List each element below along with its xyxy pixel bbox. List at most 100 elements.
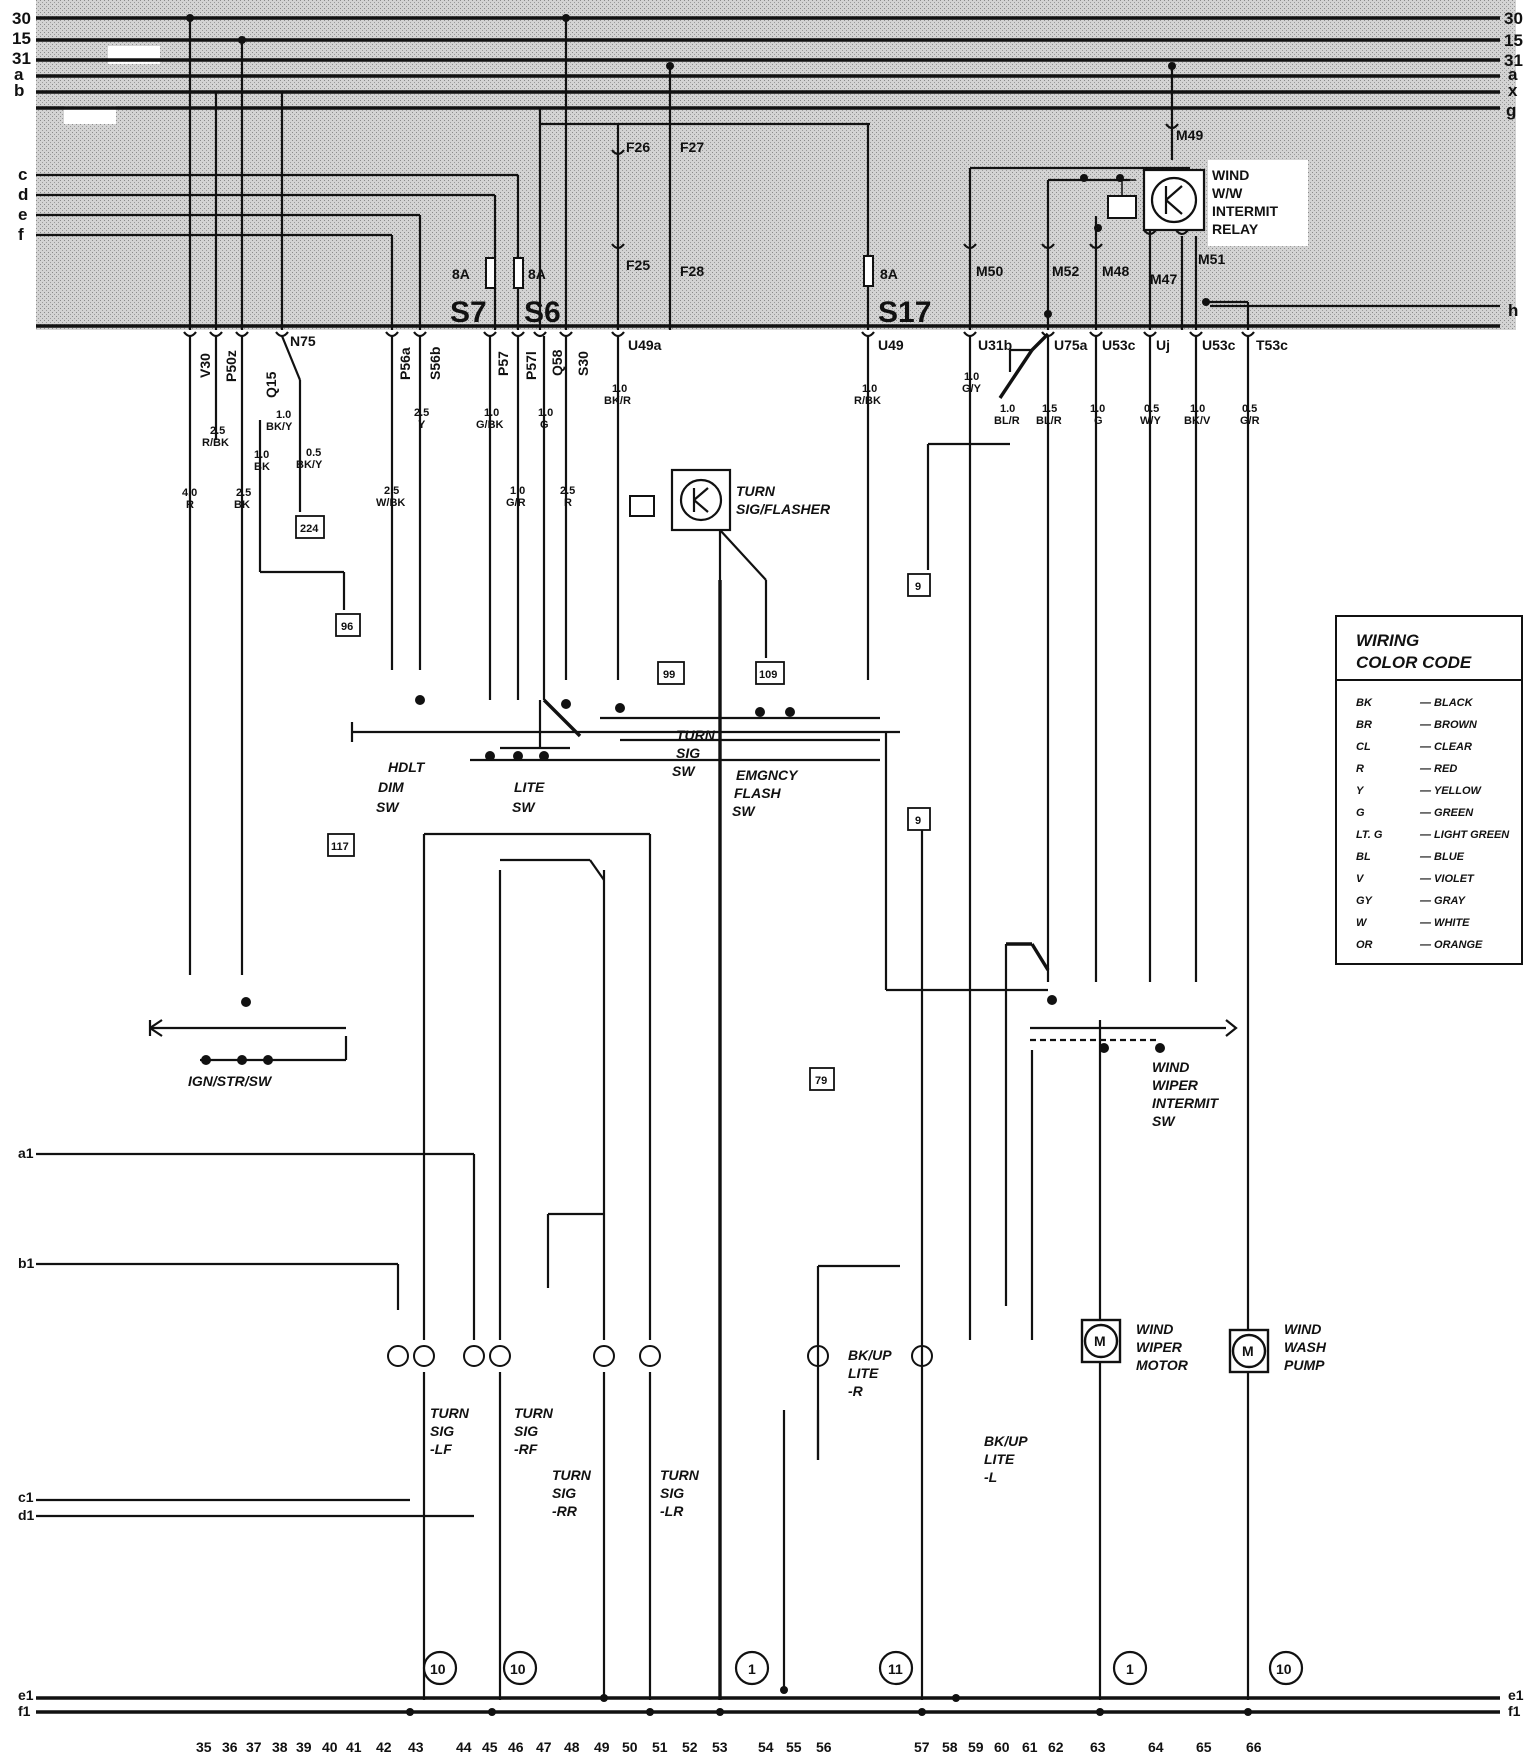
fuse-s6: 8A S6 [513, 257, 561, 329]
fuse-panel-white-mark-2 [64, 106, 116, 124]
legend-name-4: — YELLOW [1419, 785, 1483, 797]
turn-sig-sw-2: SIG [676, 745, 700, 761]
ground-bus [36, 1696, 1500, 1714]
wire-490-color: G/BK [476, 419, 504, 431]
legend-name-7: — BLUE [1419, 851, 1465, 863]
wire-1248-gauge: 0.5 [1242, 403, 1257, 415]
wire-labels-top: 4.0 R 2.5 R/BK 2.5 BK 1.0 BK 1.0 BK/Y 0.… [182, 371, 1260, 511]
ts-rf-3: -RF [514, 1441, 538, 1457]
grid-number-63: 63 [1090, 1739, 1106, 1755]
legend-name-6: — LIGHT GREEN [1419, 829, 1510, 841]
wire-392-color: W/BK [376, 497, 405, 509]
row-label-d: d [18, 185, 28, 204]
relay-name-1: WIND [1212, 167, 1249, 183]
conn-u75a: U75a [1054, 337, 1088, 353]
ign-label: IGN/STR/SW [188, 1073, 273, 1089]
fuse-s6-label: S6 [524, 296, 561, 329]
flasher-name-1: TURN [736, 483, 776, 499]
grid-number-37: 37 [246, 1739, 262, 1755]
fuse-s17-amp: 8A [880, 266, 898, 282]
wash-pump-1: WIND [1284, 1321, 1321, 1337]
wire-544-color: G [540, 419, 549, 431]
wiper-motor-2: WIPER [1136, 1339, 1183, 1355]
conn-p50z: P50z [223, 350, 239, 382]
wire-282-color: BK/Y [266, 421, 293, 433]
wire-392-gauge: 2.5 [384, 485, 399, 497]
wire-1096-gauge: 1.0 [1090, 403, 1105, 415]
grid-number-52: 52 [682, 1739, 698, 1755]
legend-code-6: LT. G [1356, 829, 1383, 841]
fuse-s6-amp: 8A [528, 266, 546, 282]
switch-labels: HDLT DIM SW LITE SW TURN SIG SW EMGNCY F… [376, 727, 799, 819]
grid-number-41: 41 [346, 1739, 362, 1755]
wind-wiper-intermit-sw: WIND WIPER INTERMIT SW [1030, 995, 1238, 1129]
turn-sig-sw-3: SW [672, 763, 696, 779]
wire-1196-gauge: 1.0 [1190, 403, 1205, 415]
emgncy-3: SW [732, 803, 756, 819]
grid-number-51: 51 [652, 1739, 668, 1755]
legend-code-10: W [1356, 917, 1368, 929]
wire-518-color: G/R [506, 497, 526, 509]
bus-label-30-left: 30 [12, 9, 31, 28]
legend-name-5: — GREEN [1419, 807, 1474, 819]
wind-ww-intermit-relay: WIND W/W INTERMIT RELAY M49 M50 M52 M48 … [976, 127, 1279, 287]
wire-970-gauge: 1.0 [964, 371, 979, 383]
bus-label-b-left: b [14, 81, 24, 100]
conn-n75: N75 [290, 333, 316, 349]
legend-code-4: Y [1356, 785, 1365, 797]
ref-96: 96 [341, 621, 353, 633]
grid-number-60: 60 [994, 1739, 1010, 1755]
lite-sw-1: LITE [514, 779, 545, 795]
legend-name-8: — VIOLET [1419, 873, 1475, 885]
row-label-f: f [18, 225, 24, 244]
wire-1010-gauge: 1.0 [1000, 403, 1015, 415]
wire-1048-color: BL/R [1036, 415, 1062, 427]
wire-1010-color: BL/R [994, 415, 1020, 427]
grid-number-62: 62 [1048, 1739, 1064, 1755]
wire-970-color: G/Y [962, 383, 982, 395]
wiper-motor-1: WIND [1136, 1321, 1173, 1337]
wire-216-color: R/BK [202, 437, 229, 449]
legend-code-2: CL [1356, 741, 1371, 753]
wire-518-gauge: 1.0 [510, 485, 525, 497]
panel-feeds [188, 18, 1250, 330]
conn-v30: V30 [197, 353, 213, 378]
legend-code-3: R [1356, 763, 1364, 775]
bkup-l-1: BK/UP [984, 1433, 1028, 1449]
relay-pin-m49: M49 [1176, 127, 1203, 143]
ground-10-b: 10 [510, 1661, 526, 1677]
bus-label-31-left: 31 [12, 49, 31, 68]
grid-number-39: 39 [296, 1739, 312, 1755]
legend-code-0: BK [1356, 697, 1373, 709]
ground-10-c: 10 [1276, 1661, 1292, 1677]
bkup-r-2: LITE [848, 1365, 879, 1381]
lite-sw-2: SW [512, 799, 536, 815]
relay-name-3: INTERMIT [1212, 203, 1279, 219]
wire-868-gauge: 1.0 [862, 383, 877, 395]
ground-1-a: 1 [748, 1661, 756, 1677]
fuse-s7-label: S7 [450, 296, 487, 329]
ts-rr-1: TURN [552, 1467, 592, 1483]
fuse-s17-label: S17 [878, 296, 931, 329]
wire-618-color: BK/R [604, 395, 631, 407]
grid-number-56: 56 [816, 1739, 832, 1755]
ext-e1-right: e1 [1508, 1687, 1524, 1703]
conn-q15: Q15 [263, 371, 279, 398]
lamp-wiring [36, 830, 924, 1700]
reference-boxes: 224 96 99 109 9 117 9 79 [295, 515, 931, 1091]
bus-label-31-right: 31 [1504, 51, 1523, 70]
wiper-sw-2: WIPER [1152, 1077, 1199, 1093]
legend-code-9: GY [1356, 895, 1374, 907]
emgncy-2: FLASH [734, 785, 782, 801]
grid-number-65: 65 [1196, 1739, 1212, 1755]
wire-544-gauge: 1.0 [538, 407, 553, 419]
ign-str-sw: IGN/STR/SW [148, 997, 348, 1089]
ext-f1: f1 [18, 1703, 31, 1719]
fuse-s17: 8A S17 [863, 255, 931, 329]
grid-number-59: 59 [968, 1739, 984, 1755]
hdlt-dim-3: SW [376, 799, 400, 815]
grid-number-58: 58 [942, 1739, 958, 1755]
legend-name-0: — BLACK [1419, 697, 1474, 709]
ts-rr-2: SIG [552, 1485, 576, 1501]
